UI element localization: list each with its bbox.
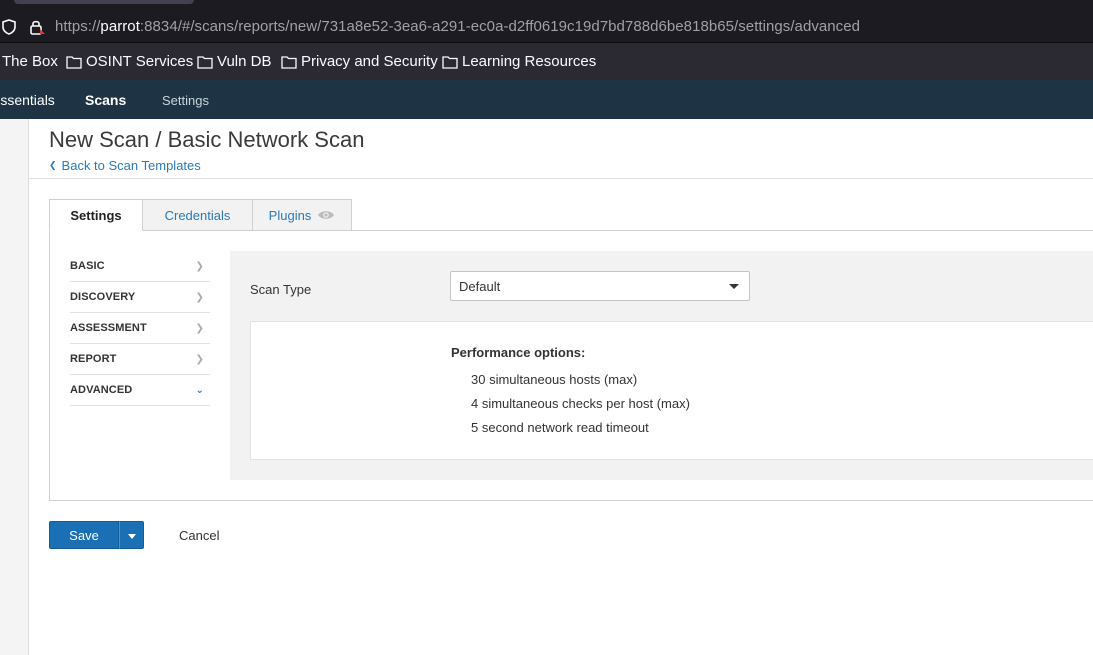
bookmark-the-box[interactable]: The Box	[2, 53, 58, 70]
performance-info-box	[250, 321, 1093, 460]
side-item-assessment[interactable]: ASSESSMENT ❯	[70, 313, 210, 344]
bookmark-label: Privacy and Security	[301, 53, 438, 70]
side-item-advanced[interactable]: ADVANCED ⌄	[70, 375, 210, 406]
caret-down-icon	[128, 534, 136, 539]
chevron-down-icon: ⌄	[195, 385, 204, 396]
performance-line: 4 simultaneous checks per host (max)	[471, 396, 690, 411]
bookmark-label: The Box	[2, 53, 58, 70]
nav-scans[interactable]: Scans	[85, 92, 127, 108]
chevron-left-icon: ❮	[49, 160, 57, 170]
chevron-right-icon: ❯	[195, 354, 204, 365]
cancel-button[interactable]: Cancel	[179, 528, 220, 543]
bookmark-privacy-security[interactable]: Privacy and Security	[281, 53, 438, 70]
back-link[interactable]: ❮ Back to Scan Templates	[49, 158, 201, 173]
performance-line: 5 second network read timeout	[471, 420, 649, 435]
side-item-report[interactable]: REPORT ❯	[70, 344, 210, 375]
bookmark-learning-resources[interactable]: Learning Resources	[442, 53, 596, 70]
browser-tab[interactable]	[14, 0, 194, 4]
side-item-label: ADVANCED	[70, 384, 133, 396]
tab-bar: Settings Credentials Plugins	[49, 199, 352, 231]
nav-essentials[interactable]: Essentials	[0, 92, 55, 108]
tab-settings[interactable]: Settings	[49, 199, 143, 231]
page-title: New Scan / Basic Network Scan	[49, 127, 365, 152]
folder-icon	[442, 55, 458, 69]
url-bar[interactable]: https://parrot:8834/#/scans/reports/new/…	[0, 10, 1093, 43]
folder-icon	[66, 55, 82, 69]
tab-plugins[interactable]: Plugins	[253, 199, 352, 231]
nav-settings[interactable]: Settings	[162, 93, 209, 108]
bookmark-label: Vuln DB	[217, 53, 272, 70]
caret-down-icon	[729, 284, 739, 289]
divider	[29, 178, 1093, 179]
settings-side-menu: BASIC ❯ DISCOVERY ❯ ASSESSMENT ❯ REPORT …	[70, 251, 210, 406]
eye-icon	[318, 211, 335, 219]
tab-label: Credentials	[164, 207, 231, 223]
bookmark-vuln-db[interactable]: Vuln DB	[197, 53, 271, 70]
chevron-right-icon: ❯	[195, 261, 204, 272]
folder-icon	[197, 55, 213, 69]
side-item-label: BASIC	[70, 260, 105, 272]
tab-label: Settings	[70, 207, 122, 223]
back-link-label: Back to Scan Templates	[61, 158, 201, 173]
tab-credentials[interactable]: Credentials	[143, 199, 253, 231]
save-button-group: Save	[49, 521, 144, 549]
tab-label: Plugins	[268, 207, 312, 223]
save-button[interactable]: Save	[49, 521, 119, 549]
scan-type-value: Default	[459, 279, 501, 294]
bookmark-label: Learning Resources	[462, 53, 597, 70]
lock-icon[interactable]	[28, 18, 46, 36]
folder-icon	[281, 55, 297, 69]
bookmarks-bar: The Box OSINT Services Vuln DB Privacy a…	[0, 43, 1093, 80]
scan-type-select[interactable]: Default	[450, 271, 750, 301]
bookmark-osint-services[interactable]: OSINT Services	[66, 53, 193, 70]
chevron-right-icon: ❯	[195, 292, 204, 303]
side-item-basic[interactable]: BASIC ❯	[70, 251, 210, 282]
browser-tab-strip	[0, 0, 1093, 10]
side-item-discovery[interactable]: DISCOVERY ❯	[70, 282, 210, 313]
performance-line: 30 simultaneous hosts (max)	[471, 372, 638, 387]
app-nav: Essentials Scans Settings	[0, 80, 1093, 119]
scan-type-label: Scan Type	[250, 282, 312, 297]
chevron-right-icon: ❯	[195, 323, 204, 334]
bookmark-label: OSINT Services	[86, 53, 194, 70]
left-sidebar	[0, 119, 29, 655]
url-text[interactable]: https://parrot:8834/#/scans/reports/new/…	[55, 18, 861, 35]
performance-title: Performance options:	[451, 345, 586, 360]
side-item-label: DISCOVERY	[70, 291, 136, 303]
side-item-label: ASSESSMENT	[70, 322, 147, 334]
save-dropdown-button[interactable]	[119, 521, 144, 549]
shield-icon[interactable]	[2, 19, 16, 35]
side-item-label: REPORT	[70, 353, 117, 365]
